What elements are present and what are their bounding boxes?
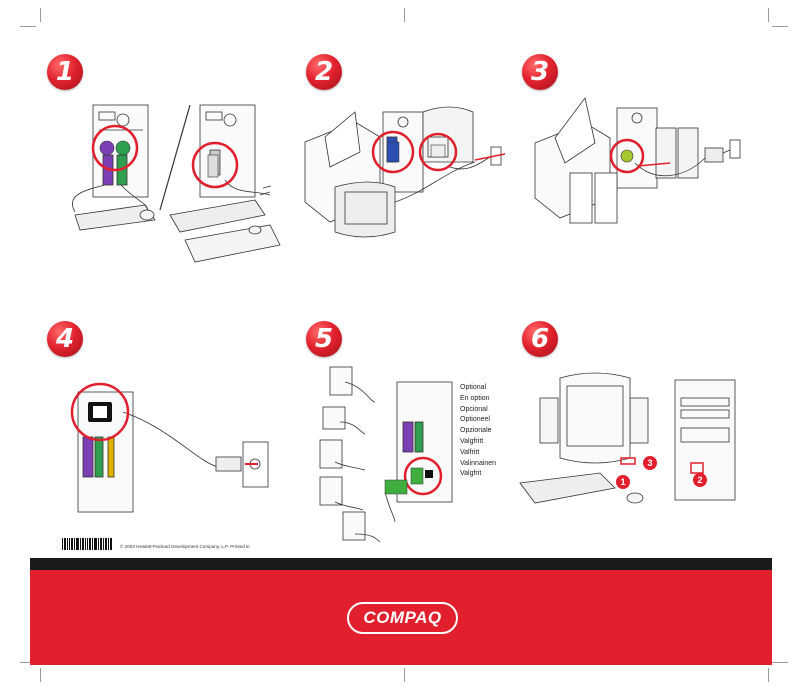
optional-label: Valgfrit [460,470,482,478]
crop-mark [20,26,36,27]
optional-label: Optional [460,384,487,391]
step-3-badge: 3 [522,54,558,90]
optional-labels: Optional En option Opcional Optioneel Op… [460,383,496,480]
step-2-illustration [304,106,506,238]
step-2-badge: 2 [306,54,342,90]
crop-mark [768,668,769,682]
callout-3: 3 [647,458,652,468]
barcode [62,538,112,550]
optional-label: Opcional [460,405,488,413]
crop-mark [768,8,769,22]
crop-mark [404,668,405,682]
crop-mark [40,8,41,22]
crop-mark [772,662,788,663]
step-1-illustration [72,104,281,263]
compaq-logo: COMPAQ [347,602,458,634]
optional-label: En option [460,394,490,402]
optional-label: Valgfritt [460,437,484,445]
step-5-illustration [319,366,453,543]
optional-label: Opzionale [460,427,492,435]
step-4-illustration [70,382,269,513]
copyright-text: © 2004 Hewlett-Packard Development Compa… [120,544,250,549]
step-1-badge: 1 [47,54,83,90]
callout-2: 2 [697,475,702,485]
crop-mark [404,8,405,22]
step-4-badge: 4 [47,321,83,357]
optional-label: Valinnainen [460,459,497,467]
footer-black-bar [30,558,772,570]
step-5-badge: 5 [306,321,342,357]
optional-label: Valfritt [460,448,480,456]
footer-red-band [30,570,772,665]
step-3-illustration [534,97,741,224]
step-6-illustration: 1 2 3 [519,372,736,504]
step-6-badge: 6 [522,321,558,357]
optional-label: Optioneel [460,416,490,424]
crop-mark [20,662,36,663]
crop-mark [772,26,788,27]
callout-1: 1 [620,477,625,487]
crop-mark [40,668,41,682]
